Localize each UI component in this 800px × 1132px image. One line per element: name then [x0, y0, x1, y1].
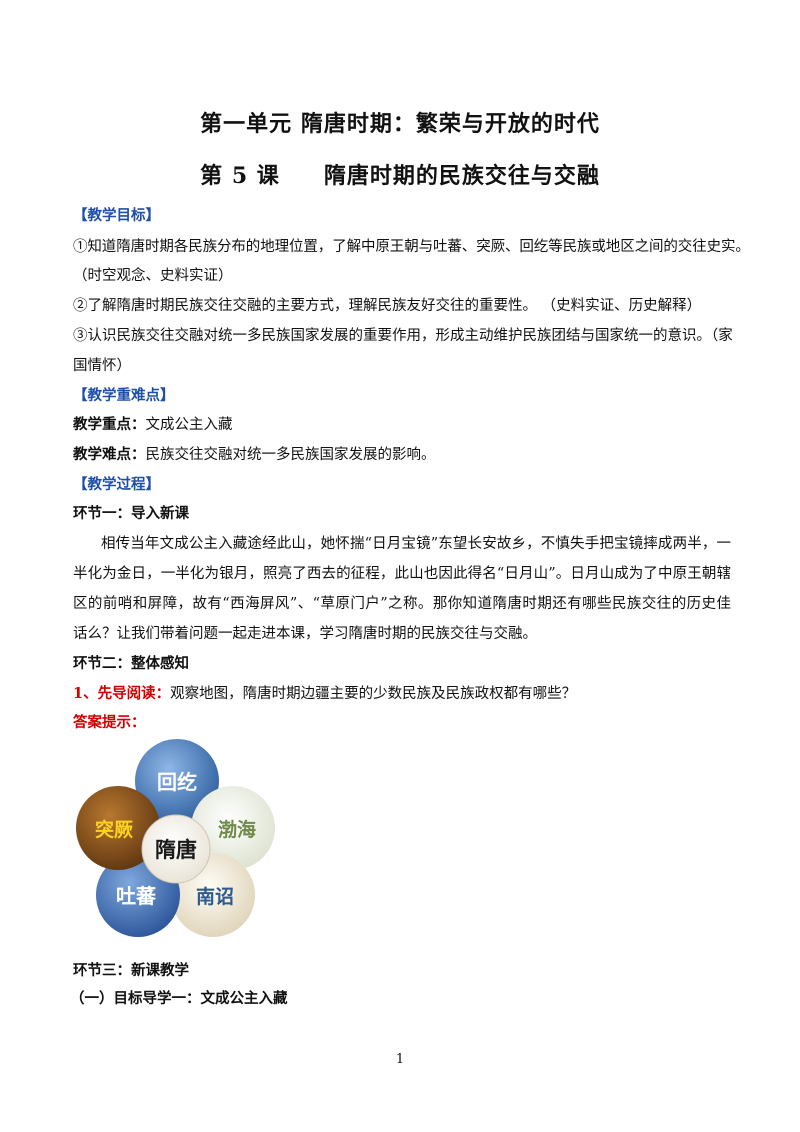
lesson-number: 第 5 课: [200, 163, 280, 189]
teaching-difficulty: 教学难点：民族交往交融对统一多民族国家发展的影响。: [73, 445, 733, 465]
objective-line-5: 国情怀）: [73, 358, 131, 374]
center-circle: [141, 814, 211, 884]
process-heading: 【教学过程】: [73, 476, 160, 493]
lesson-name: 隋唐时期的民族交往与交融: [323, 163, 600, 189]
label-tubo: 吐蕃: [116, 884, 157, 908]
lesson-title: 第 5 课 隋唐时期的民族交往与交融: [0, 158, 800, 190]
intro-para-line-2: 半化为金日，一半化为银月，照亮了西去的征程，此山也因此得名“日月山”。日月山成为…: [73, 566, 731, 582]
reading-label: 1、先导阅读：: [73, 685, 171, 702]
answer-hint-label: 答案提示：: [73, 714, 146, 731]
step-one-heading: 环节一：导入新课: [73, 505, 189, 522]
guided-reading: 1、先导阅读：观察地图，隋唐时期边疆主要的少数民族及民族政权都有哪些？: [73, 684, 733, 704]
reading-text: 观察地图，隋唐时期边疆主要的少数民族及民族政权都有哪些？: [170, 686, 577, 702]
step-three-heading: 环节三：新课教学: [73, 962, 189, 979]
objective-line-4: ③认识民族交往交融对统一多民族国家发展的重要作用，形成主动维护民族团结与国家统一…: [73, 328, 733, 344]
focus-text: 文成公主入藏: [145, 417, 233, 433]
step-two-heading: 环节二：整体感知: [73, 655, 189, 672]
label-center: 隋唐: [155, 837, 197, 862]
label-nanzhao: 南诏: [196, 886, 234, 908]
intro-para-line-3: 区的前哨和屏障，故有“西海屏风”、“草原门户”之称。那你知道隋唐时期还有哪些民族…: [73, 596, 731, 612]
difficulty-label: 教学难点：: [73, 446, 146, 463]
intro-para-line-1: 相传当年文成公主入藏途经此山，她怀揣“日月宝镜”东望长安故乡，不慎失手把宝镜摔成…: [101, 536, 731, 552]
goal-one-heading: （一）目标导学一：文成公主入藏: [70, 990, 288, 1007]
objective-line-1: ①知道隋唐时期各民族分布的地理位置，了解中原王朝与吐蕃、突厥、回纥等民族或地区之…: [73, 239, 750, 255]
difficulty-text: 民族交往交融对统一多民族国家发展的影响。: [145, 447, 436, 463]
petal-tujue: [76, 786, 160, 870]
petal-huihe: [135, 739, 219, 823]
objective-line-2: （时空观念、史料实证）: [73, 268, 233, 284]
label-tujue: 突厥: [95, 818, 133, 841]
teaching-focus: 教学重点：文成公主入藏: [73, 415, 733, 435]
intro-para-line-4: 话么？让我们带着问题一起走进本课，学习隋唐时期的民族交往与交融。: [73, 626, 537, 642]
focus-label: 教学重点：: [73, 416, 146, 433]
label-bohai: 渤海: [218, 818, 256, 841]
label-huihe: 回纥: [157, 770, 197, 794]
objective-line-3: ②了解隋唐时期民族交往交融的主要方式，理解民族友好交往的重要性。 （史料实证、历…: [73, 298, 702, 314]
unit-title: 第一单元 隋唐时期：繁荣与开放的时代: [200, 111, 600, 137]
keypoints-heading: 【教学重难点】: [73, 387, 175, 404]
page-number: 1: [395, 1052, 405, 1067]
ethnic-groups-diagram: 回纥 渤海 南诏 吐蕃 突厥 隋唐: [76, 739, 275, 937]
objectives-heading: 【教学目标】: [73, 207, 160, 224]
petal-bohai: [191, 786, 275, 870]
